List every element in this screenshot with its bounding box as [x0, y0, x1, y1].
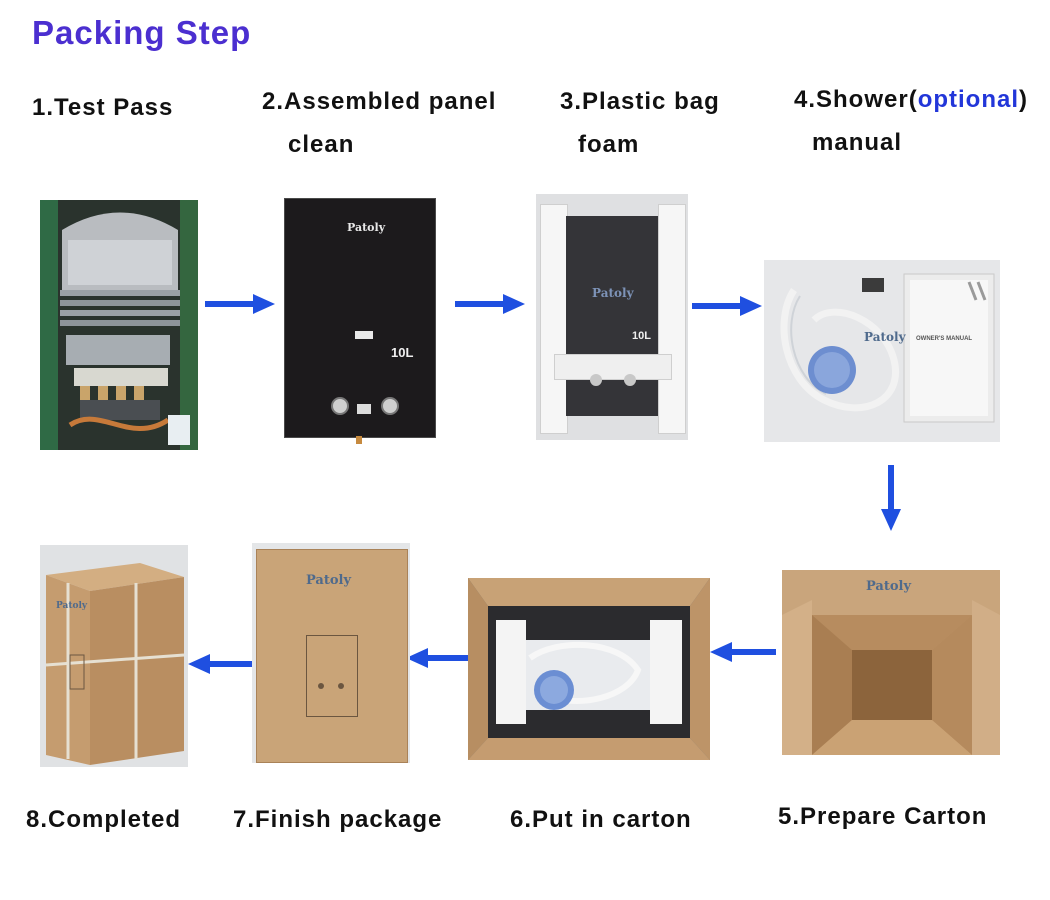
- bag-knob-left-icon: [590, 374, 602, 386]
- step-1-line1: 1.Test Pass: [32, 94, 174, 121]
- step-4-line1: 4.Shower(optional): [794, 78, 1028, 121]
- box-heater-knob2-icon: [338, 683, 344, 689]
- arrow-right-2-icon: [455, 294, 525, 314]
- foam-left: [540, 204, 568, 434]
- step-4-prefix: 4.Shower(: [794, 86, 918, 113]
- shower-hose-illustration: [764, 260, 1000, 442]
- heater-internals-illustration: [40, 200, 198, 450]
- panel-brand: Patoly: [347, 221, 386, 234]
- step-7-label: 7.Finish package: [233, 806, 443, 833]
- shower-brand: Patoly: [864, 330, 906, 344]
- page-title: Packing Step: [32, 14, 252, 51]
- step-4-label: 4.Shower(optional) manual: [794, 78, 1028, 164]
- arrow-right-1-icon: [205, 294, 275, 314]
- step-1-label: 1.Test Pass: [32, 86, 173, 129]
- step-3-label: 3.Plastic bag foam: [560, 80, 720, 166]
- box-heater-outline: [306, 635, 358, 717]
- foam-right: [658, 204, 686, 434]
- arrow-down-icon: [881, 465, 901, 531]
- arrow-left-3-icon: [188, 654, 254, 674]
- manual-title: OWNER'S MANUAL: [916, 336, 973, 342]
- photo-test-pass: [40, 200, 198, 450]
- step-4-line2: manual: [812, 129, 903, 156]
- step-6-label: 6.Put in carton: [510, 806, 692, 833]
- taped-box-illustration: [40, 545, 188, 767]
- step-2-label: 2.Assembled panel clean: [262, 80, 496, 166]
- photo-put-in-carton: [468, 578, 710, 760]
- box-heater-knob-icon: [318, 683, 324, 689]
- step-2-line1: 2.Assembled panel: [262, 88, 497, 115]
- photo-plastic-bag-foam: Patoly 10L: [536, 194, 688, 440]
- photo-assembled-panel: Patoly 10L: [280, 192, 438, 444]
- step-4-optional: optional: [917, 86, 1020, 113]
- sealed-box: [256, 549, 408, 763]
- step-3-line2: foam: [578, 131, 640, 158]
- filled-carton-illustration: [468, 578, 710, 760]
- arrow-right-3-icon: [692, 296, 762, 316]
- knob-right-icon: [381, 397, 399, 415]
- bag-brand: Patoly: [592, 286, 634, 300]
- foam-bottom: [554, 354, 672, 380]
- gas-inlet-icon: [356, 436, 362, 444]
- panel-screen: [357, 404, 371, 414]
- panel-capacity: 10L: [391, 345, 414, 360]
- photo-shower-manual: Patoly OWNER'S MANUAL: [764, 260, 1000, 442]
- box-brand-7: Patoly: [306, 573, 352, 588]
- step-8-label: 8.Completed: [26, 806, 182, 833]
- open-carton-illustration: [782, 570, 1000, 755]
- panel-display: [355, 331, 373, 339]
- photo-finish-package: Patoly: [252, 543, 410, 763]
- heater-front-panel: Patoly 10L: [284, 198, 436, 438]
- box-brand-8: Patoly: [56, 601, 88, 611]
- bag-knob-right-icon: [624, 374, 636, 386]
- arrow-left-2-icon: [406, 648, 472, 668]
- photo-completed: Patoly: [40, 545, 188, 767]
- step-5-label: 5.Prepare Carton: [778, 803, 988, 830]
- bagged-heater: [566, 216, 658, 416]
- carton-brand: Patoly: [866, 579, 912, 594]
- bag-capacity: 10L: [632, 330, 651, 342]
- photo-prepare-carton: Patoly: [782, 570, 1000, 755]
- step-3-line1: 3.Plastic bag: [560, 88, 720, 115]
- step-4-suffix: ): [1019, 86, 1029, 113]
- knob-left-icon: [331, 397, 349, 415]
- step-2-line2: clean: [288, 131, 355, 158]
- arrow-left-1-icon: [710, 642, 776, 662]
